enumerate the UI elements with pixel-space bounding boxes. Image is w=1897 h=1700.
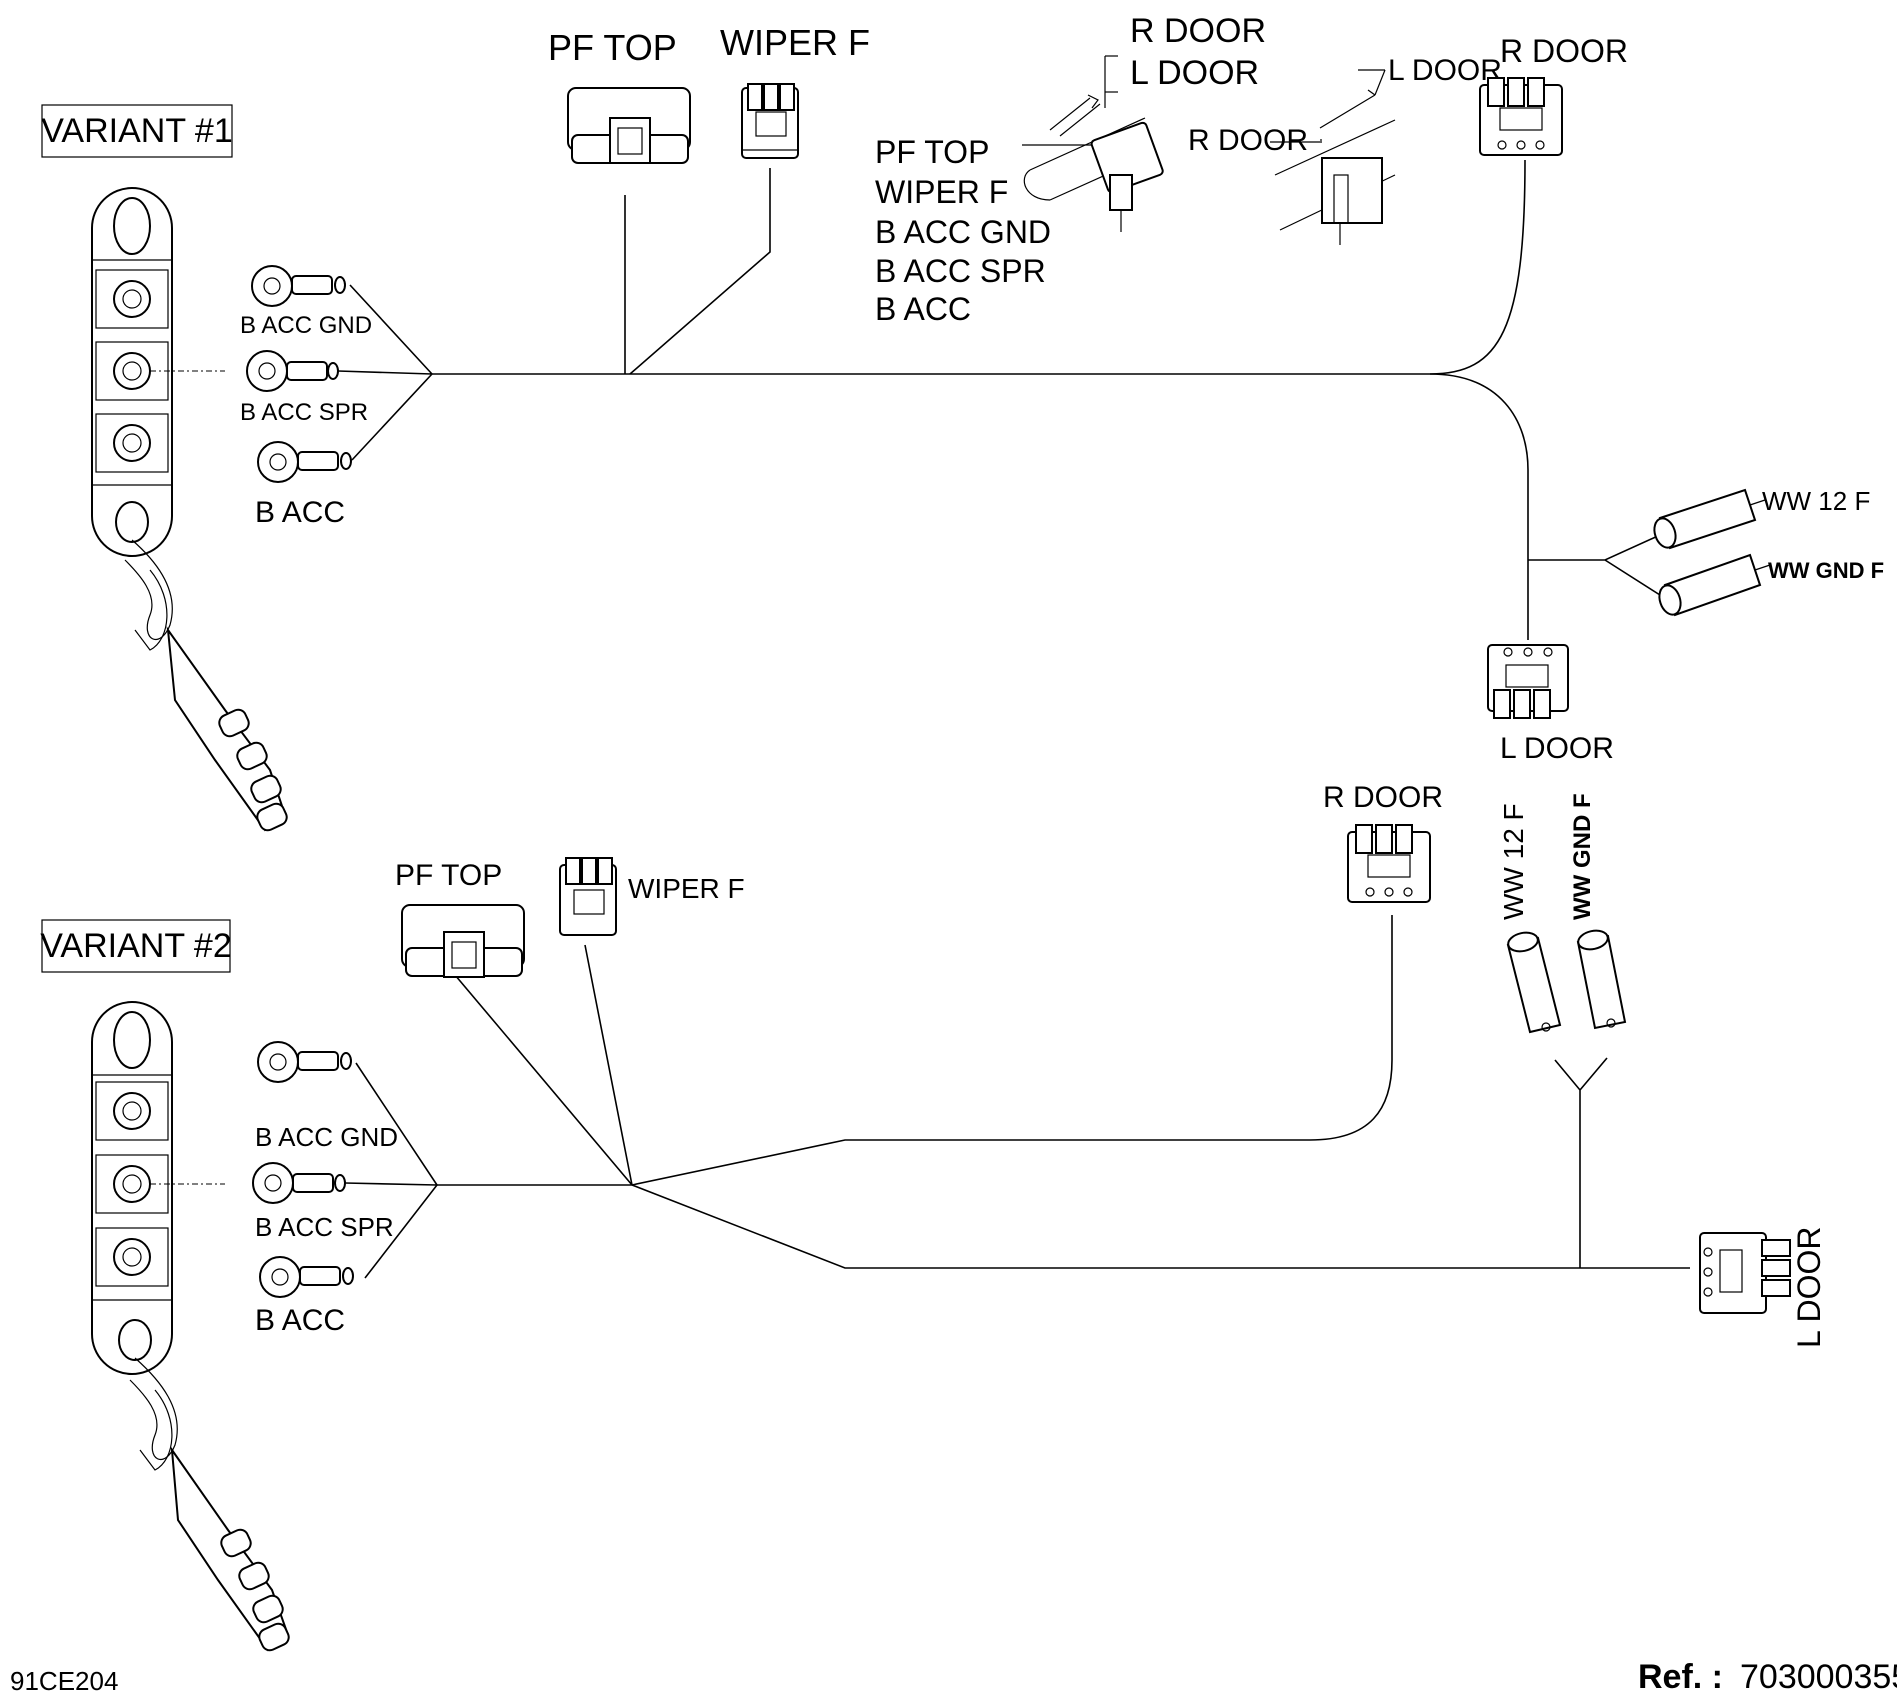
variant-2-ww-branch <box>1554 1057 1608 1268</box>
variant-2-ww-gnd-f-pin <box>1576 929 1627 1030</box>
variant-2-ring-terminal-spr <box>252 1162 346 1204</box>
variant-1-bundle-list: PF TOP WIPER F B ACC GND B ACC SPR B ACC <box>875 134 1051 327</box>
variant-2-ww-12-f-label: WW 12 F <box>1498 803 1529 920</box>
variant-1-terminal-label-acc: B ACC <box>255 496 345 529</box>
variant-2-pf-wiper-branch <box>454 944 633 1186</box>
variant-1-terminal-label-spr: B ACC SPR <box>240 399 368 426</box>
variant-2-ring-terminal-acc <box>259 1256 354 1298</box>
bundle-list-item: WIPER F <box>875 174 1008 210</box>
variant-1-ww-12-f-label: WW 12 F <box>1762 486 1870 516</box>
variant-1-ww-gnd-f-pin <box>1658 553 1771 617</box>
variant-1-ww-12-f-pin <box>1653 488 1766 550</box>
variant-2-terminal-wires <box>344 1062 438 1279</box>
variant-2-pf-top-label: PF TOP <box>395 859 502 892</box>
bundle-list-item: B ACC <box>875 291 971 327</box>
variant-1-ring-terminal-acc <box>257 441 352 483</box>
variant-2-l-door-branch <box>631 1184 1690 1269</box>
variant-2-l-door-label: L DOOR <box>1791 1227 1827 1349</box>
variant-1-ww-gnd-f-label: WW GND F <box>1768 558 1884 583</box>
ref-label: Ref. : <box>1638 1658 1723 1696</box>
variant-2: VARIANT #2 <box>40 781 1827 1652</box>
variant-1-detail-b-label-1: L DOOR <box>1388 54 1502 87</box>
variant-2-terminal-label-spr: B ACC SPR <box>255 1212 394 1242</box>
variant-1-detail-a-label-1: R DOOR <box>1130 12 1266 50</box>
ref-number: 703000355 <box>1740 1658 1897 1696</box>
variant-1-terminal-label-gnd: B ACC GND <box>240 312 372 339</box>
variant-2-r-door-label: R DOOR <box>1323 781 1443 814</box>
variant-2-ww-gnd-f-label: WW GND F <box>1569 793 1596 920</box>
variant-1-title-box <box>41 104 233 158</box>
variant-1-r-door-label: R DOOR <box>1500 33 1628 69</box>
variant-1-bus-bar <box>91 187 288 832</box>
variant-1-detail-b-label-2: R DOOR <box>1188 124 1308 157</box>
variant-1-routing-detail-b <box>1270 69 1396 245</box>
variant-2-title-box <box>41 919 231 973</box>
variant-2-r-door-connector <box>1347 824 1431 903</box>
variant-1-pf-top-connector <box>567 87 691 164</box>
variant-2-l-door-connector <box>1699 1232 1791 1314</box>
variant-1-wiper-f-label: WIPER F <box>720 22 870 63</box>
variant-2-title: VARIANT #2 <box>40 927 231 965</box>
variant-1-wiper-f-connector <box>741 83 799 159</box>
variant-1-ww-branch <box>1528 534 1661 596</box>
variant-2-ww-12-f-pin <box>1506 931 1562 1034</box>
variant-1-ring-terminal-spr <box>246 350 339 392</box>
variant-2-wiper-f-connector <box>559 857 617 936</box>
variant-1: VARIANT #1 <box>41 12 1884 832</box>
variant-1-ring-terminal-gnd <box>251 265 346 307</box>
variant-1-l-door-label: L DOOR <box>1500 732 1614 765</box>
variant-2-r-door-branch <box>631 915 1393 1186</box>
figure-code: 91CE204 <box>10 1666 118 1696</box>
bundle-list-item: B ACC SPR <box>875 253 1046 289</box>
variant-2-terminal-label-gnd: B ACC GND <box>255 1122 398 1152</box>
bundle-list-item: B ACC GND <box>875 214 1051 250</box>
variant-1-main-trunk <box>432 159 1526 375</box>
variant-2-wiper-f-label: WIPER F <box>628 873 745 904</box>
variant-2-ring-terminal-gnd <box>257 1041 352 1083</box>
variant-1-pf-top-label: PF TOP <box>548 27 677 68</box>
variant-1-detail-a-label-2: L DOOR <box>1130 54 1259 92</box>
variant-1-pf-wiper-branch <box>624 168 771 375</box>
variant-2-terminal-label-acc: B ACC <box>255 1304 345 1337</box>
variant-1-r-door-connector <box>1479 77 1563 156</box>
variant-1-terminal-wires <box>337 284 433 461</box>
variant-1-routing-detail-a <box>1022 55 1164 232</box>
variant-1-l-door-connector <box>1487 644 1569 719</box>
bundle-list-item: PF TOP <box>875 134 989 170</box>
variant-1-title: VARIANT #1 <box>41 112 232 150</box>
variant-2-pf-top-connector <box>401 904 525 978</box>
variant-1-l-door-branch <box>1429 373 1529 640</box>
variant-2-bus-bar <box>91 1001 290 1652</box>
